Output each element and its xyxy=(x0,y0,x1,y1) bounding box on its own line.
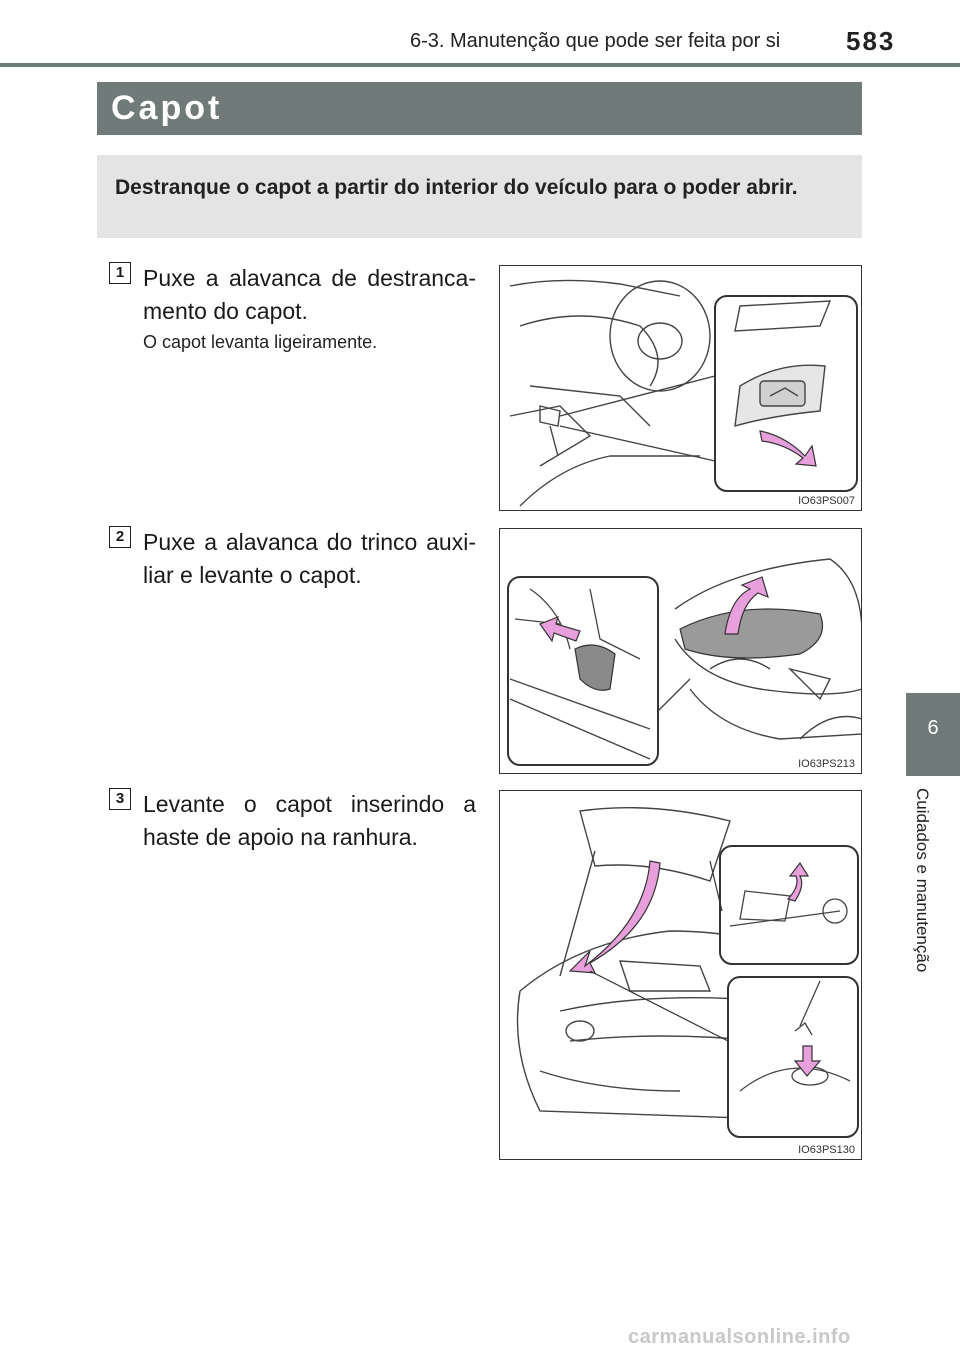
chapter-number: 6 xyxy=(927,717,939,739)
hood-release-illustration xyxy=(509,279,858,507)
figure-code-3: IO63PS130 xyxy=(798,1144,855,1156)
chapter-tab: 6 xyxy=(906,693,960,776)
figure-code-1: IO63PS007 xyxy=(798,495,855,507)
chapter-label: Cuidados e manutenção xyxy=(912,788,952,1018)
step-text-2: Puxe a alavanca do trinco auxi-liar e le… xyxy=(143,529,476,588)
summary-box: Destranque o capot a partir do interior … xyxy=(97,155,862,238)
figure-auxiliary-latch: IO63PS213 xyxy=(499,528,862,774)
header-rule xyxy=(0,63,960,67)
watermark: carmanualsonline.info xyxy=(628,1326,851,1348)
figure-support-rod: IO63PS130 xyxy=(499,790,862,1160)
page-title: Capot xyxy=(111,89,223,127)
chapter-label-text: Cuidados e manutenção xyxy=(913,788,932,973)
figure-hood-release-lever: IO63PS007 xyxy=(499,265,862,511)
step-text-1: Puxe a alavanca de destranca-mento do ca… xyxy=(143,265,476,324)
step-number-2: 2 xyxy=(109,526,131,548)
page-number: 583 xyxy=(846,26,896,56)
step-number-1: 1 xyxy=(109,262,131,284)
title-bar: Capot xyxy=(97,82,862,135)
step-note-1: O capot levanta ligeiramente. xyxy=(143,332,378,352)
auxiliary-latch-illustration xyxy=(507,558,861,766)
step-number-3: 3 xyxy=(109,788,131,810)
step-text-3: Levante o capot inserindo a haste de apo… xyxy=(143,791,476,850)
running-header-section: 6-3. Manutenção que pode ser feita por s… xyxy=(410,30,781,52)
figure-code-2: IO63PS213 xyxy=(798,758,855,770)
support-rod-illustration xyxy=(516,806,859,1138)
